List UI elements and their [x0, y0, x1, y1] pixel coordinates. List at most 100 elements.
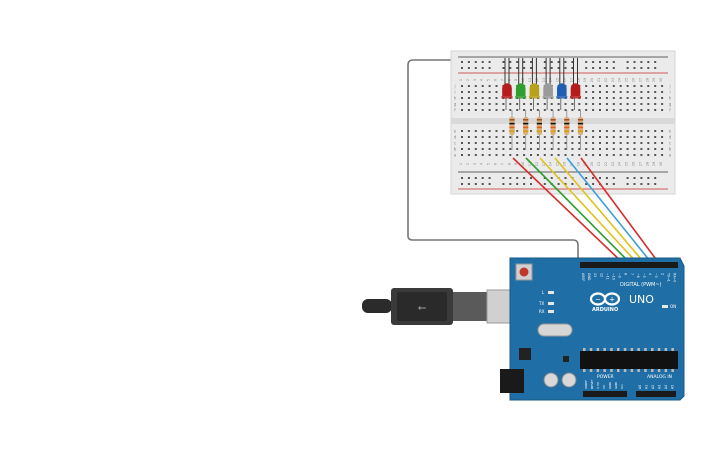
arduino-logo: − + UNO ARDUINO — [589, 292, 654, 313]
breadboard-hole — [461, 148, 463, 150]
breadboard-hole — [488, 148, 491, 150]
chip-pin — [589, 348, 593, 351]
breadboard-hole — [633, 109, 636, 111]
breadboard-hole — [481, 148, 484, 150]
digital-header[interactable] — [580, 262, 678, 268]
breadboard-hole — [661, 142, 664, 144]
breadboard-hole — [578, 109, 581, 111]
led-rx-label: RX — [539, 309, 545, 314]
column-number: 3 — [473, 79, 477, 81]
rail-hole — [474, 183, 477, 185]
rail-hole — [516, 67, 519, 69]
row-letter: g — [669, 102, 672, 107]
usb-symbol-icon: ⭠ — [418, 301, 427, 314]
rail-hole — [516, 183, 519, 185]
rail-hole — [481, 61, 484, 63]
chip-pin — [589, 369, 593, 372]
breadboard-hole — [481, 136, 484, 138]
power-header[interactable] — [583, 391, 627, 397]
breadboard-hole — [592, 130, 595, 132]
rail-hole — [599, 67, 601, 69]
column-number: 16 — [563, 162, 567, 166]
signal-wire — [566, 157, 655, 267]
breadboard-hole — [564, 142, 567, 144]
rail-hole — [523, 177, 526, 179]
rail-hole — [481, 183, 484, 185]
power-jack[interactable] — [500, 369, 524, 393]
breadboard-hole — [495, 130, 498, 132]
breadboard-hole — [467, 136, 470, 138]
breadboard-hole — [550, 136, 553, 138]
led-red-rim — [570, 96, 581, 99]
breadboard-hole — [633, 130, 636, 132]
analog-header[interactable] — [636, 391, 676, 397]
power-pin-label: RESET — [590, 379, 594, 389]
resistor-group — [509, 110, 584, 150]
breadboard-hole — [585, 142, 588, 144]
breadboard-hole — [619, 154, 622, 156]
breadboard-hole — [599, 97, 601, 99]
breadboard-hole — [502, 154, 505, 156]
breadboard-hole — [530, 130, 532, 132]
rail-hole — [592, 67, 595, 69]
rail-hole — [488, 183, 491, 185]
breadboard-hole — [502, 130, 505, 132]
resistor-band — [577, 119, 584, 121]
column-number: 7 — [500, 163, 504, 165]
breadboard-hole — [481, 142, 484, 144]
breadboard-hole — [640, 97, 643, 99]
breadboard-hole — [612, 154, 615, 156]
breadboard-hole — [474, 109, 477, 111]
column-number: 3 — [473, 163, 477, 165]
breadboard-hole — [647, 109, 650, 111]
breadboard-hole — [654, 85, 657, 87]
small-component — [563, 356, 569, 362]
breadboard-hole — [599, 154, 601, 156]
breadboard-hole — [647, 103, 650, 105]
digital-pin-label: TX→1 — [666, 272, 670, 282]
breadboard-hole — [592, 91, 595, 93]
breadboard-hole — [557, 109, 560, 111]
ground-wire[interactable] — [407, 59, 579, 266]
resistor-band — [564, 130, 570, 132]
breadboard-hole — [536, 136, 539, 138]
breadboard-hole — [509, 154, 512, 156]
resistor-band — [550, 126, 556, 129]
column-number: 1 — [459, 79, 463, 81]
rail-hole — [633, 177, 636, 179]
resistor-band — [550, 119, 556, 121]
breadboard-hole — [516, 130, 519, 132]
rail-hole — [585, 177, 588, 179]
breadboard-hole — [516, 109, 519, 111]
breadboard-hole — [550, 109, 553, 111]
breadboard-hole — [612, 130, 615, 132]
resistor-band — [564, 119, 570, 121]
breadboard-hole — [640, 103, 643, 105]
rail-hole — [626, 67, 629, 69]
rail-hole — [633, 67, 636, 69]
breadboard-hole — [661, 91, 664, 93]
led-blue-dome — [557, 83, 567, 93]
breadboard-hole — [523, 136, 526, 138]
led-white-dome — [543, 83, 553, 93]
breadboard-hole — [550, 103, 553, 105]
breadboard-hole — [654, 148, 657, 150]
led-group — [501, 58, 581, 110]
microcontroller-chip — [580, 351, 678, 369]
column-number: 28 — [645, 78, 649, 82]
row-letter: b — [669, 147, 672, 152]
breadboard-hole — [564, 148, 567, 150]
digital-pin-label: 13 — [593, 273, 597, 277]
rail-hole — [481, 67, 484, 69]
breadboard-hole — [640, 148, 643, 150]
led-white-rim — [542, 96, 554, 99]
usb-cable[interactable]: ⭠ — [362, 288, 531, 325]
rail-hole — [550, 67, 553, 69]
breadboard[interactable]: 1122334455667788991010111112121313141415… — [450, 50, 676, 195]
column-number: 20 — [590, 162, 594, 166]
breadboard-hole — [640, 130, 643, 132]
rail-hole — [543, 67, 546, 69]
